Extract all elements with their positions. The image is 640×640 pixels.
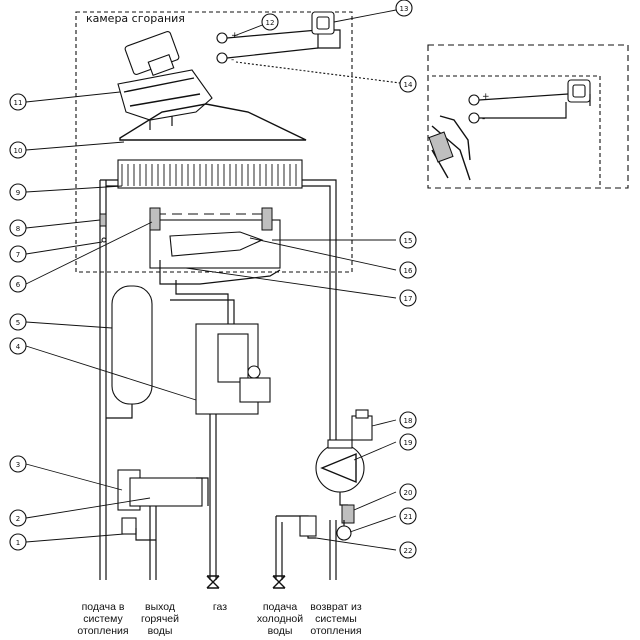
svg-text:6: 6 [16,281,21,289]
svg-text:13: 13 [400,5,409,13]
svg-text:11: 11 [14,99,23,107]
label-hot-water-out: выход горячей воды [141,601,179,637]
callout-3: 3 [9,455,27,473]
svg-text:холодной: холодной [257,613,303,625]
svg-text:воды: воды [148,625,173,637]
callout-1: 1 [9,533,27,551]
callout-12: 12 [261,13,279,31]
svg-text:8: 8 [16,225,20,233]
svg-text:-: - [482,114,485,124]
svg-text:+: + [482,92,490,102]
svg-text:4: 4 [16,343,21,351]
svg-text:газ: газ [213,601,227,613]
callout-16: 16 [399,261,417,279]
svg-text:подача: подача [263,601,298,613]
cold-water-tap-symbol [272,575,286,589]
air-vent [351,409,373,441]
svg-text:22: 22 [404,547,413,555]
combustion-chamber-boundary [75,11,353,273]
svg-text:выход: выход [145,601,175,613]
svg-text:возврат из: возврат из [310,601,362,613]
label-heating-return: возврат из системы отопления [310,601,362,637]
svg-text:20: 20 [404,489,413,497]
svg-text:7: 7 [16,251,20,259]
svg-text:16: 16 [404,267,413,275]
svg-text:5: 5 [16,319,20,327]
gas-valve [170,280,271,580]
svg-text:14: 14 [404,81,413,89]
callout-21: 21 [399,507,417,525]
label-cold-water-in: подача холодной воды [257,601,303,637]
callout-17: 17 [399,289,417,307]
callout-9: 9 [9,183,27,201]
svg-text:12: 12 [266,19,275,27]
svg-text:2: 2 [16,515,20,523]
svg-text:3: 3 [16,461,20,469]
callout-19: 19 [399,433,417,451]
callout-11: 11 [9,93,27,111]
svg-text:1: 1 [16,539,20,547]
flue-hood [119,103,307,141]
callout-10: 10 [9,141,27,159]
inset-detail: + - [427,44,629,189]
callout-8: 8 [9,219,27,237]
svg-text:21: 21 [404,513,413,521]
callout-18: 18 [399,411,417,429]
svg-text:9: 9 [16,189,20,197]
callout-7: 7 [9,245,27,263]
svg-text:системы: системы [315,613,357,625]
callout-13: 13 [395,0,413,17]
circulation-pump [315,439,365,506]
pressure-switch [311,11,341,49]
svg-text:19: 19 [404,439,413,447]
svg-text:15: 15 [404,237,413,245]
svg-text:10: 10 [14,147,23,155]
callout-14: 14 [399,75,417,93]
combustion-chamber-title: камера сгорания [86,12,185,25]
callout-6: 6 [9,275,27,293]
callout-4: 4 [9,337,27,355]
svg-text:-: - [231,55,234,65]
callout-22: 22 [399,541,417,559]
svg-text:воды: воды [268,625,293,637]
label-gas: газ [213,601,227,613]
svg-text:17: 17 [404,295,413,303]
callout-20: 20 [399,483,417,501]
svg-text:отопления: отопления [77,625,128,637]
label-heating-supply: подача в систему отопления [77,601,128,637]
gas-tap-symbol [206,575,220,589]
svg-text:отопления: отопления [310,625,361,637]
svg-text:горячей: горячей [141,613,179,625]
svg-text:подача в: подача в [82,601,125,613]
callout-2: 2 [9,509,27,527]
svg-text:18: 18 [404,417,413,425]
diverter-valve [99,420,209,580]
expansion-vessel [106,285,153,419]
burner [149,207,281,285]
callout-15: 15 [399,231,417,249]
callout-5: 5 [9,313,27,331]
heat-exchanger [117,159,303,189]
svg-text:систему: систему [83,613,123,625]
